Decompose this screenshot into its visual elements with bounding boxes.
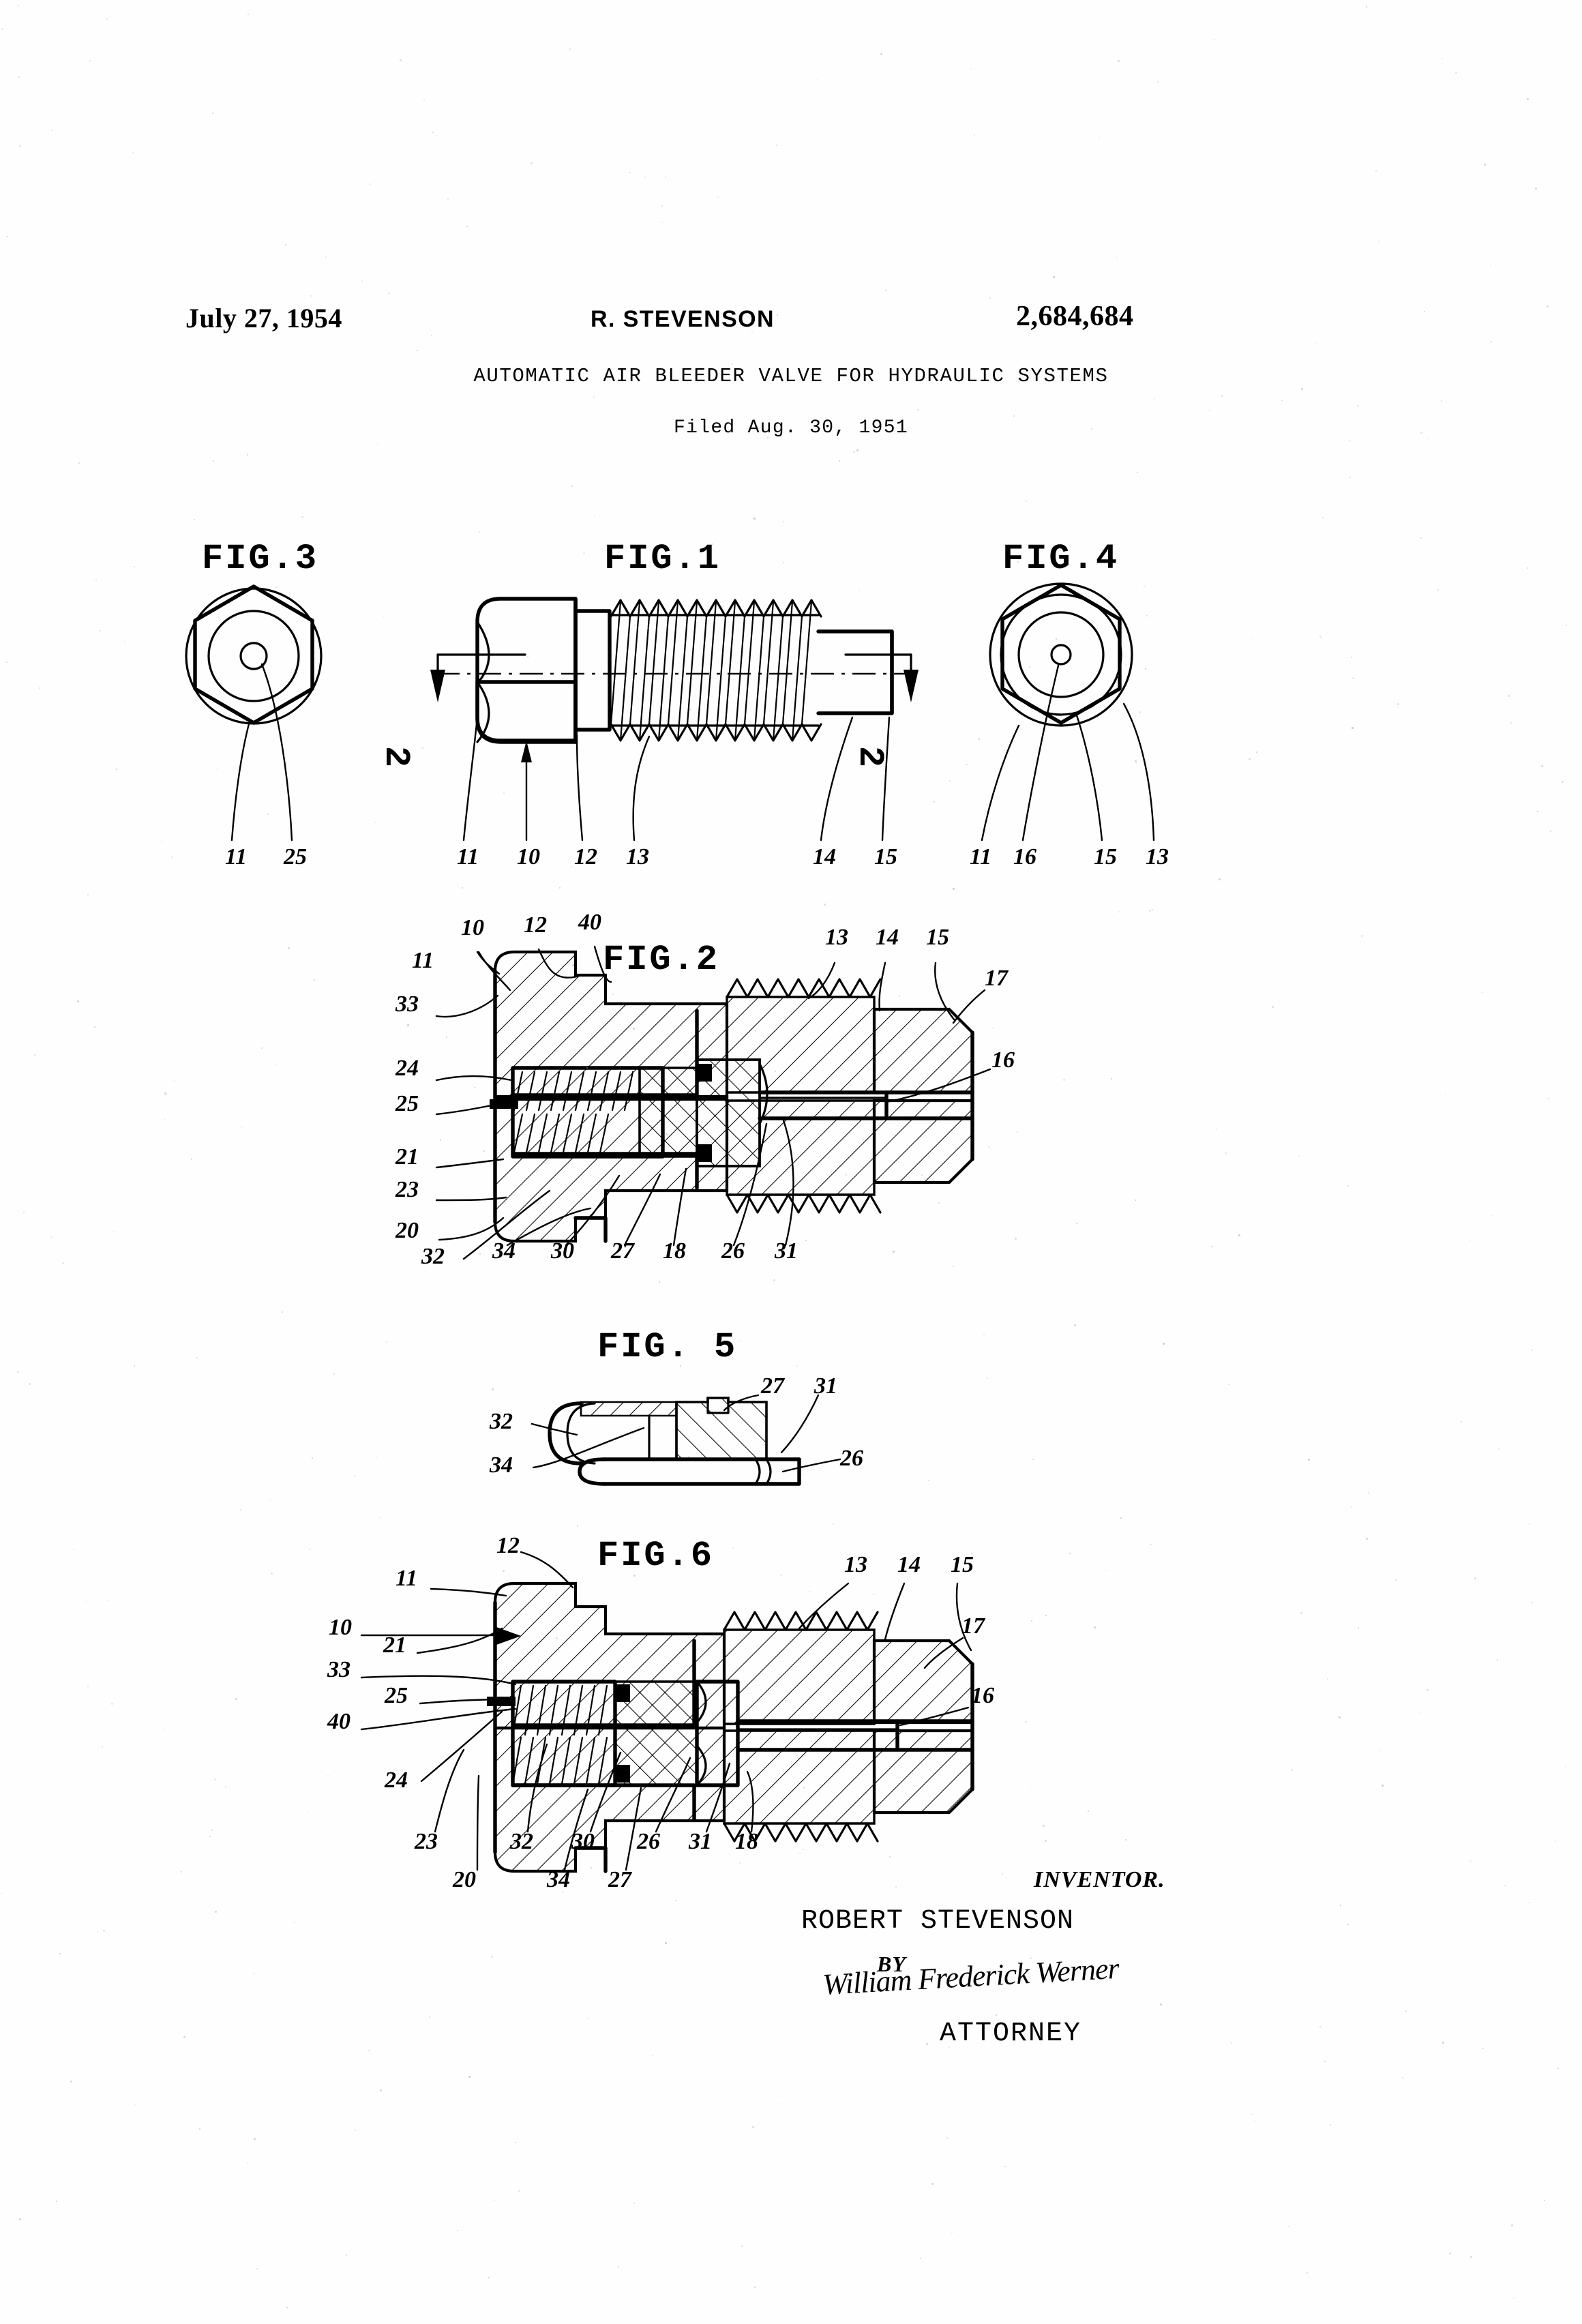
ref-fig1-13: 13 (626, 844, 649, 869)
ref-fig5-27: 27 (761, 1373, 784, 1399)
ref-fig5-31: 31 (814, 1373, 837, 1399)
attorney-label: ATTORNEY (940, 2018, 1082, 2049)
ref-fig6-15: 15 (951, 1552, 974, 1577)
ref-fig2-32: 32 (421, 1244, 445, 1269)
issue-date: July 27, 1954 (185, 303, 342, 333)
ref-fig6-31: 31 (689, 1829, 712, 1854)
ref-fig2-27: 27 (611, 1238, 634, 1264)
ref-fig2-18: 18 (663, 1238, 686, 1264)
ref-fig1-15: 15 (874, 844, 897, 869)
ref-fig2-14: 14 (876, 925, 899, 950)
ref-fig2-17: 17 (985, 966, 1008, 991)
ref-fig6-27: 27 (608, 1867, 631, 1892)
ref-fig2-10: 10 (461, 915, 484, 940)
ref-fig1-14: 14 (813, 844, 836, 869)
ref-fig1-11: 11 (457, 844, 479, 869)
ref-fig5-26: 26 (840, 1446, 863, 1471)
figure-caption-4: FIG.4 (1002, 539, 1120, 579)
ref-fig6-23: 23 (415, 1829, 438, 1854)
ref-fig4-11: 11 (970, 844, 992, 869)
ref-fig6-11: 11 (395, 1566, 418, 1591)
filing-date: Filed Aug. 30, 1951 (674, 417, 908, 438)
ref-fig2-12: 12 (524, 912, 547, 938)
inventor-full-name: ROBERT STEVENSON (801, 1906, 1075, 1937)
ref-fig2-16: 16 (991, 1047, 1015, 1073)
ref-fig2-21: 21 (395, 1144, 419, 1170)
ref-fig6-18: 18 (735, 1829, 758, 1854)
ref-fig2-30: 30 (551, 1238, 574, 1264)
ref-fig2-31: 31 (775, 1238, 798, 1264)
inventor-label: INVENTOR. (1034, 1867, 1165, 1892)
ref-fig6-12: 12 (496, 1533, 520, 1558)
figure-caption-1: FIG.1 (604, 539, 721, 579)
ref-fig4-16: 16 (1013, 844, 1036, 869)
ref-fig1-12: 12 (574, 844, 597, 869)
invention-title: AUTOMATIC AIR BLEEDER VALVE FOR HYDRAULI… (473, 365, 1109, 387)
figure-caption-2: FIG.2 (603, 940, 720, 980)
figure-caption-6: FIG.6 (597, 1536, 715, 1576)
ref-fig6-17: 17 (961, 1613, 985, 1639)
ref-fig6-21: 21 (383, 1633, 406, 1658)
ref-fig5-32: 32 (490, 1409, 513, 1434)
ref-fig2-40: 40 (578, 910, 601, 935)
ref-fig2-15: 15 (926, 925, 949, 950)
ref-fig6-16: 16 (971, 1683, 994, 1708)
ref-fig6-40: 40 (327, 1709, 350, 1734)
figure-caption-5: FIG. 5 (597, 1327, 738, 1367)
ref-fig2-13: 13 (825, 925, 848, 950)
figure-caption-3: FIG.3 (202, 539, 319, 579)
ref-fig2-20: 20 (395, 1218, 419, 1243)
ref-fig6-14: 14 (897, 1552, 921, 1577)
ref-fig2-25: 25 (395, 1091, 419, 1116)
ref-fig6-30: 30 (571, 1829, 595, 1854)
ref-fig6-24: 24 (385, 1768, 408, 1793)
patent-number: 2,684,684 (1016, 301, 1134, 332)
by-label: BY (877, 1952, 906, 1976)
ref-fig6-20: 20 (453, 1867, 476, 1892)
ref-fig6-25: 25 (385, 1683, 408, 1708)
ref-fig6-34: 34 (547, 1867, 570, 1892)
ref-fig5-34: 34 (490, 1452, 513, 1478)
ref-fig2-11: 11 (412, 948, 434, 973)
ref-fig3-11: 11 (225, 844, 248, 869)
ref-fig2-33: 33 (395, 992, 419, 1017)
inventor-surname: R. STEVENSON (591, 306, 775, 332)
ref-fig4-15: 15 (1094, 844, 1117, 869)
ref-fig2-34: 34 (492, 1238, 516, 1264)
ref-fig1-10: 10 (517, 844, 540, 869)
ref-fig3-25: 25 (284, 844, 307, 869)
ref-fig2-24: 24 (395, 1056, 419, 1081)
ref-fig6-32: 32 (510, 1829, 533, 1854)
ref-fig6-33: 33 (327, 1657, 350, 1682)
ref-fig6-26: 26 (637, 1829, 660, 1854)
ref-fig2-23: 23 (395, 1177, 419, 1202)
ref-fig4-13: 13 (1146, 844, 1169, 869)
ref-fig6-13: 13 (844, 1552, 867, 1577)
ref-fig2-26: 26 (721, 1238, 745, 1264)
ref-fig6-10: 10 (329, 1615, 352, 1640)
